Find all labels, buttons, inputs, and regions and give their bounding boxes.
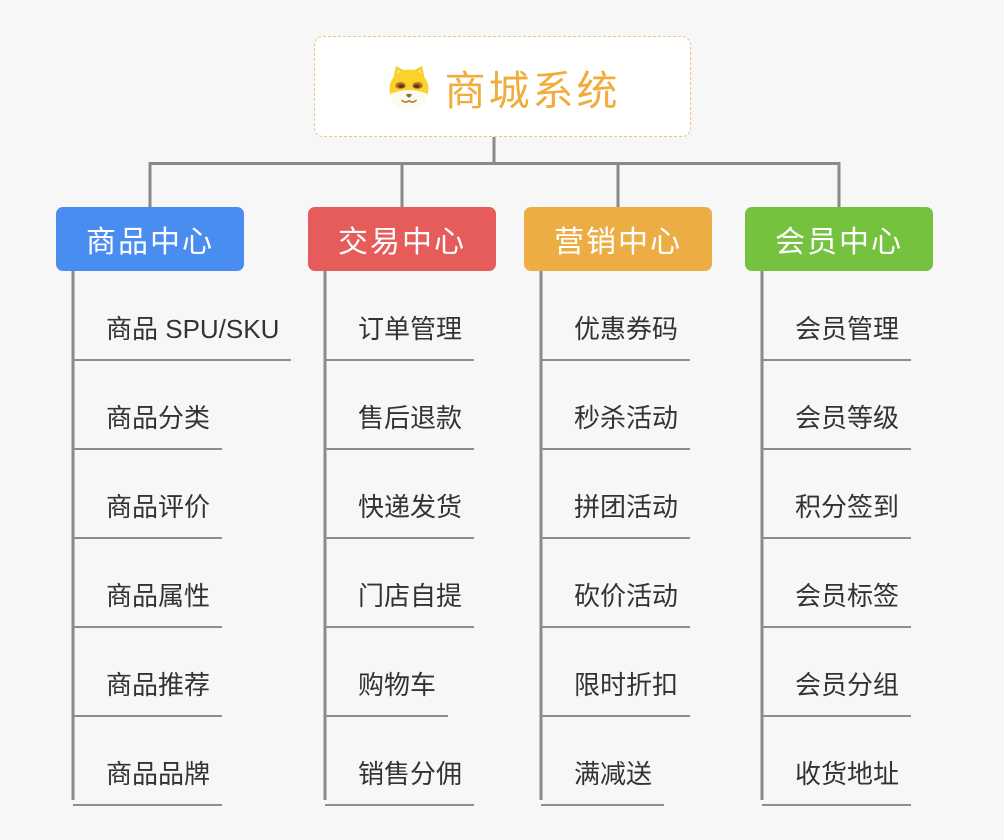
leaf-item[interactable]: 商品分类: [73, 401, 223, 450]
leaf-item[interactable]: 商品属性: [73, 579, 223, 628]
leaf-item[interactable]: 积分签到: [762, 490, 912, 539]
leaf-item[interactable]: 限时折扣: [541, 668, 691, 717]
leaf-item[interactable]: 门店自提: [325, 579, 475, 628]
branch-label: 会员中心: [775, 226, 903, 259]
branch-label: 营销中心: [554, 226, 682, 259]
leaf-item[interactable]: 会员标签: [762, 579, 912, 628]
leaf-item[interactable]: 拼团活动: [541, 490, 691, 539]
branch-node-1[interactable]: 交易中心: [308, 207, 496, 271]
leaf-item[interactable]: 销售分佣: [325, 757, 475, 806]
leaf-item[interactable]: 会员分组: [762, 668, 912, 717]
leaf-item[interactable]: 购物车: [325, 668, 449, 717]
leaf-item[interactable]: 优惠券码: [541, 312, 691, 361]
leaf-item[interactable]: 秒杀活动: [541, 401, 691, 450]
branch-label: 交易中心: [338, 226, 466, 259]
leaf-item[interactable]: 售后退款: [325, 401, 475, 450]
branch-node-0[interactable]: 商品中心: [56, 207, 244, 271]
root-title: 商城系统: [444, 67, 621, 114]
leaf-item[interactable]: 快递发货: [325, 490, 475, 539]
leaf-item[interactable]: 收货地址: [762, 757, 912, 806]
leaf-item[interactable]: 会员管理: [762, 312, 912, 361]
shiba-dog-icon: [385, 64, 433, 110]
leaf-item[interactable]: 商品推荐: [73, 668, 223, 717]
leaf-item[interactable]: 订单管理: [325, 312, 475, 361]
branch-label: 商品中心: [86, 226, 214, 259]
leaf-item[interactable]: 满减送: [541, 757, 665, 806]
leaf-item[interactable]: 商品评价: [73, 490, 223, 539]
branch-node-3[interactable]: 会员中心: [745, 207, 933, 271]
branch-node-2[interactable]: 营销中心: [524, 207, 712, 271]
root-node[interactable]: 商城系统: [314, 36, 691, 137]
leaf-item[interactable]: 砍价活动: [541, 579, 691, 628]
leaf-item[interactable]: 商品品牌: [73, 757, 223, 806]
leaf-item[interactable]: 商品 SPU/SKU: [73, 312, 292, 361]
leaf-item[interactable]: 会员等级: [762, 401, 912, 450]
